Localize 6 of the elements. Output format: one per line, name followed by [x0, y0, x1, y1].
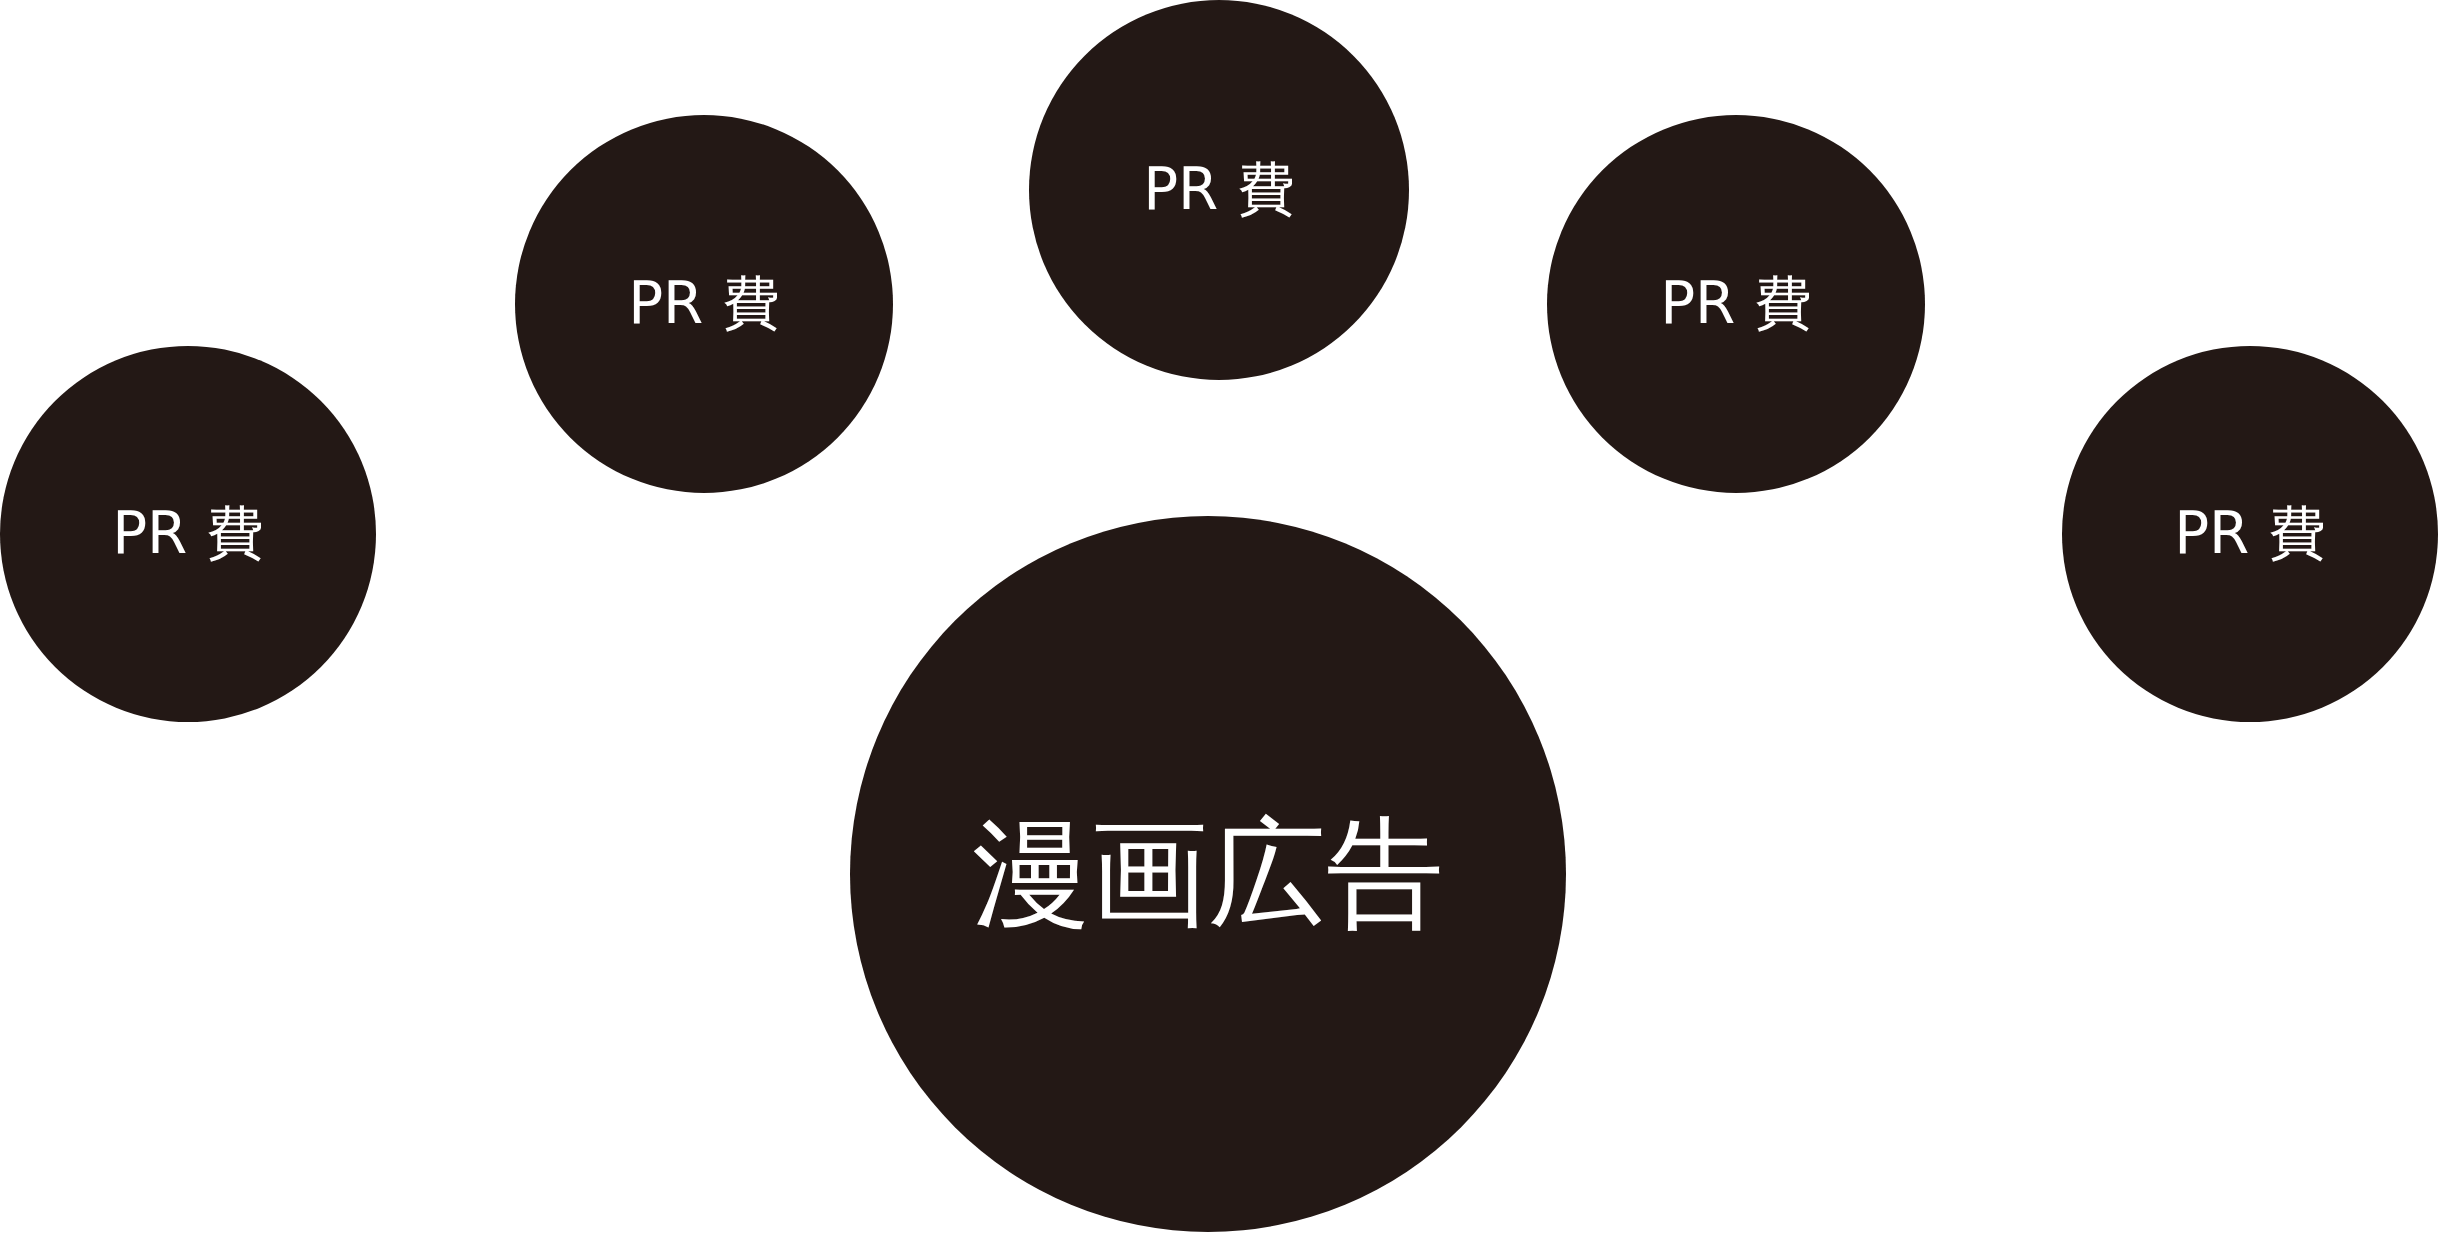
node-label: PR 費	[112, 502, 264, 566]
node-label: PR 費	[1143, 158, 1295, 222]
node-label: PR 費	[1660, 272, 1812, 336]
node-label: PR 費	[2174, 502, 2326, 566]
node-label: PR 費	[628, 272, 780, 336]
node-label: 漫画広告	[972, 809, 1444, 939]
